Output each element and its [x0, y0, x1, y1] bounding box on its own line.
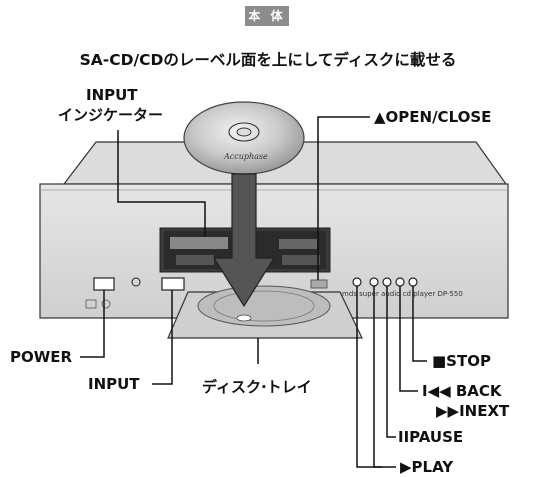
input-indicator-panel — [170, 237, 228, 249]
next-label: ▶▶INEXT — [436, 402, 510, 420]
disc-brand: Accuphase — [224, 152, 268, 161]
leader-lines — [80, 116, 427, 468]
disc-tray-label: ディスク·トレイ — [202, 378, 312, 396]
stop-leader — [412, 286, 427, 362]
power-label: POWER — [10, 348, 73, 366]
next-key — [395, 277, 405, 287]
disc-tray — [167, 285, 363, 339]
power-leader — [80, 290, 105, 358]
header-badge: 本 体 — [245, 6, 289, 26]
pause-key — [369, 277, 379, 287]
open-close-label: ▲OPEN/CLOSE — [374, 108, 492, 126]
model-text: mds super audio cd player DP-550 — [342, 290, 463, 298]
open-close-leader — [317, 116, 370, 280]
play-leader — [356, 286, 396, 468]
back-key — [382, 277, 392, 287]
input-leader — [152, 290, 173, 385]
pause-leader — [386, 286, 396, 438]
disc — [183, 101, 305, 175]
input-indicator-leader — [117, 130, 206, 237]
back-label: I◀◀ BACK — [422, 382, 502, 400]
stop-label: ■STOP — [432, 352, 491, 370]
insert-arrow — [212, 173, 276, 308]
input-key — [161, 277, 185, 291]
back-leader — [399, 286, 418, 392]
stop-key — [408, 277, 418, 287]
open-close-key — [310, 279, 328, 289]
play-key — [352, 277, 362, 287]
input-indicator-label-line1: INPUT — [86, 86, 138, 104]
pause-label: IIPAUSE — [398, 428, 464, 446]
play-label: ▶PLAY — [400, 458, 454, 476]
power-key — [93, 277, 115, 291]
instruction-text: SA-CD/CDのレーベル面を上にしてディスクに載せる — [79, 51, 457, 69]
input-indicator-label-line2: インジケーター — [58, 106, 164, 124]
input-label: INPUT — [88, 375, 140, 393]
